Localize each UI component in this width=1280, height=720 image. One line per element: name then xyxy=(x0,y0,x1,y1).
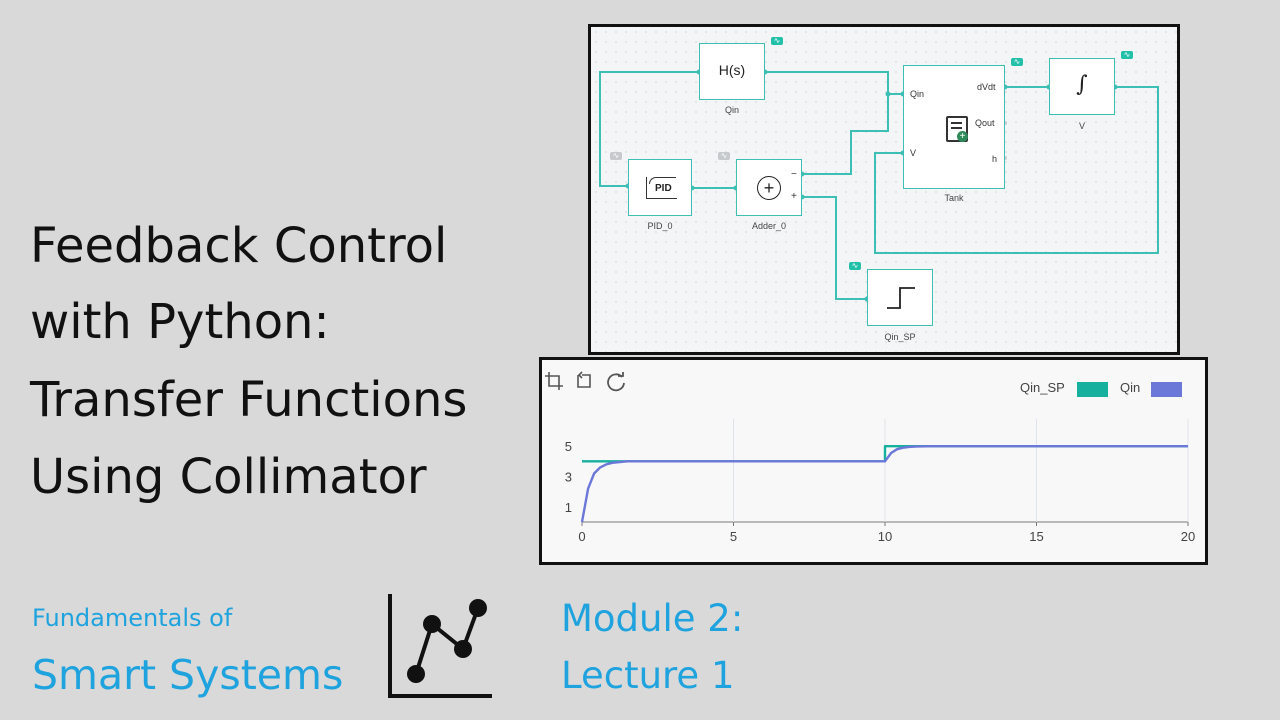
signal-wave-icon[interactable]: ∿ xyxy=(1011,58,1023,66)
wires-layer xyxy=(599,69,1159,302)
module-label: Module 2: xyxy=(561,597,744,640)
line-chart: 0 5 10 15 20 1 3 5 xyxy=(565,419,1195,544)
signal-wave-icon[interactable]: ∿ xyxy=(718,152,730,160)
y-tick-label: 3 xyxy=(565,470,572,485)
integrator-block[interactable]: ∫ xyxy=(1049,58,1115,115)
x-tick-label: 0 xyxy=(578,529,585,544)
x-tick-label: 20 xyxy=(1181,529,1195,544)
step-block[interactable] xyxy=(867,269,933,326)
tank-port-qout: Qout xyxy=(975,118,995,128)
title-line-1: Feedback Control xyxy=(30,218,448,274)
lecture-label: Lecture 1 xyxy=(561,654,735,697)
course-title: Smart Systems xyxy=(32,651,344,699)
tank-document-icon: + xyxy=(946,116,968,142)
series-line-qin[interactable] xyxy=(580,444,1188,523)
signal-wave-icon[interactable]: ∿ xyxy=(849,262,861,270)
step-icon xyxy=(887,287,915,309)
legend-label-qin: Qin xyxy=(1120,380,1141,395)
tank-port-qin: Qin xyxy=(910,89,925,99)
wire-integrator-feedback xyxy=(874,86,1159,254)
integrator-label: V xyxy=(1078,121,1085,131)
signal-wave-icon[interactable]: ∿ xyxy=(771,37,783,45)
pid-icon: PID xyxy=(646,177,677,199)
transfer-function-symbol: H(s) xyxy=(718,62,746,78)
tank-port-dvdt: dVdt xyxy=(977,82,996,92)
wire-adder-to-tank-qin xyxy=(802,94,889,175)
series-line-qin-sp[interactable] xyxy=(582,444,1188,463)
adder-minus-port: − xyxy=(791,169,797,180)
course-subtitle: Fundamentals of xyxy=(32,604,233,632)
tank-label: Tank xyxy=(944,193,964,203)
adder-plus-port: + xyxy=(791,191,797,202)
x-tick-label: 15 xyxy=(1029,529,1043,544)
legend-label-qin-sp: Qin_SP xyxy=(1020,380,1065,395)
tank-port-v: V xyxy=(910,148,917,158)
chart-logo-icon xyxy=(388,594,492,698)
pid-block[interactable]: PID xyxy=(628,159,692,216)
legend-swatch-qin[interactable] xyxy=(1151,382,1182,397)
wire-tf-to-tank-qin xyxy=(765,71,903,95)
title-line-2: with Python: xyxy=(30,294,330,350)
pid-label: PID_0 xyxy=(647,221,673,231)
signal-wave-icon[interactable]: ∿ xyxy=(610,152,622,160)
title-line-3: Transfer Functions xyxy=(30,372,468,428)
legend-swatch-qin-sp[interactable] xyxy=(1077,382,1108,397)
step-label: Qin_SP xyxy=(884,332,916,342)
adder-label: Adder_0 xyxy=(751,221,787,231)
tank-block[interactable]: + xyxy=(903,65,1005,189)
adder-block[interactable]: + − + xyxy=(736,159,802,216)
undo-icon[interactable] xyxy=(574,371,594,397)
y-tick-label: 1 xyxy=(565,500,572,515)
y-tick-label: 5 xyxy=(565,439,572,454)
signal-wave-icon[interactable]: ∿ xyxy=(1121,51,1133,59)
transfer-function-block[interactable]: H(s) xyxy=(699,43,765,100)
x-tick-label: 10 xyxy=(878,529,892,544)
block-diagram-panel: H(s) ∿ Qin + Qin V dVdt Qout h ∿ Tank ∫ … xyxy=(588,24,1180,355)
title-line-4: Using Collimator xyxy=(30,449,427,505)
plot-panel: Qin_SP Qin 0 5 10 15 20 1 3 5 xyxy=(539,357,1208,565)
transfer-function-label: Qin xyxy=(724,105,739,115)
crop-icon[interactable] xyxy=(544,371,564,397)
tank-port-h: h xyxy=(992,154,998,164)
integrator-symbol: ∫ xyxy=(1076,72,1088,97)
x-tick-label: 5 xyxy=(730,529,737,544)
wire-pid-to-tf xyxy=(599,71,699,187)
wire-step-to-adder xyxy=(802,196,867,300)
adder-plus-icon: + xyxy=(757,176,781,200)
refresh-icon[interactable] xyxy=(605,371,627,399)
